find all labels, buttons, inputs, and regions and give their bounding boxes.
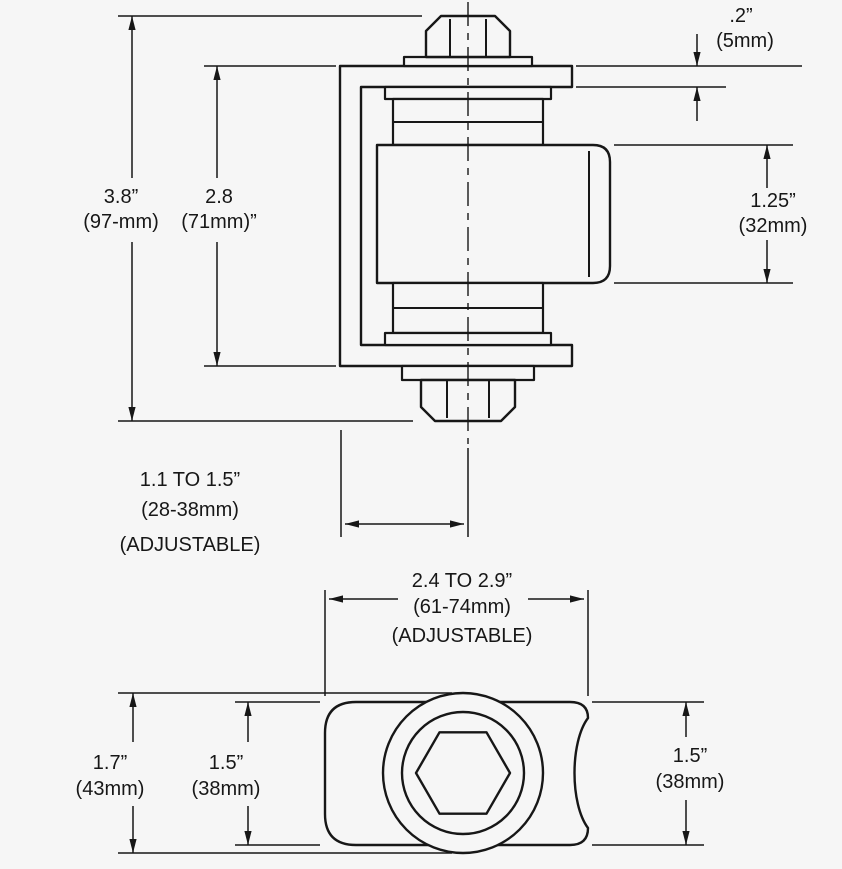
dim-bracket-height: 2.8 (71mm)” xyxy=(181,65,336,367)
body-width-metric-label: (61-74mm) xyxy=(413,596,511,618)
hex-bolt-head-top xyxy=(414,731,512,815)
bracket-height-metric-label: (71mm)” xyxy=(181,211,257,233)
bracket-height-value-label: 2.8 xyxy=(205,186,233,208)
dim-body-depth-right: 1.5” (38mm) xyxy=(592,701,725,846)
barrel-height-value-label: 1.25” xyxy=(750,190,796,212)
body-depth-right-value-label: 1.5” xyxy=(673,745,707,767)
hinge-barrel-outline xyxy=(375,143,612,285)
body-depth-left-value-label: 1.5” xyxy=(209,752,243,774)
hex-nut-outline xyxy=(419,378,517,423)
dim-body-depth-left: 1.5” (38mm) xyxy=(192,701,320,846)
overall-height-value-label: 3.8” xyxy=(104,186,138,208)
body-width-note-label: (ADJUSTABLE) xyxy=(392,625,533,647)
body-width-value-label: 2.4 TO 2.9” xyxy=(412,570,512,592)
dim-barrel-height: 1.25” (32mm) xyxy=(614,144,808,284)
dim-outer-diameter: 1.7” (43mm) xyxy=(76,692,452,854)
barrel-height-metric-label: (32mm) xyxy=(739,215,808,237)
body-depth-left-metric-label: (38mm) xyxy=(192,778,261,800)
top-view: 2.4 TO 2.9” (61-74mm) (ADJUSTABLE) 1.7” … xyxy=(76,570,725,855)
dim-flange-thickness: .2” (5mm) xyxy=(576,5,802,121)
body-depth-right-metric-label: (38mm) xyxy=(656,771,725,793)
setback-note-label: (ADJUSTABLE) xyxy=(120,534,261,556)
hex-head-top-shape xyxy=(414,731,512,815)
setback-metric-label: (28-38mm) xyxy=(141,499,239,521)
hinge-barrel xyxy=(375,143,612,285)
overall-height-metric-label: (97-mm) xyxy=(83,211,159,233)
outer-diameter-value-label: 1.7” xyxy=(93,752,127,774)
dim-body-width: 2.4 TO 2.9” (61-74mm) (ADJUSTABLE) xyxy=(324,570,589,696)
dim-overall-height: 3.8” (97-mm) xyxy=(83,15,422,422)
dim-setback: 1.1 TO 1.5” (28-38mm) (ADJUSTABLE) xyxy=(120,430,469,556)
outer-diameter-metric-label: (43mm) xyxy=(76,778,145,800)
setback-value-label: 1.1 TO 1.5” xyxy=(140,469,240,491)
flange-thickness-value-label: .2” xyxy=(729,5,752,27)
front-view: 3.8” (97-mm) 2.8 (71mm)” .2” (5mm) xyxy=(83,2,807,556)
hex-nut xyxy=(419,378,517,423)
flange-thickness-metric-label: (5mm) xyxy=(716,30,774,52)
